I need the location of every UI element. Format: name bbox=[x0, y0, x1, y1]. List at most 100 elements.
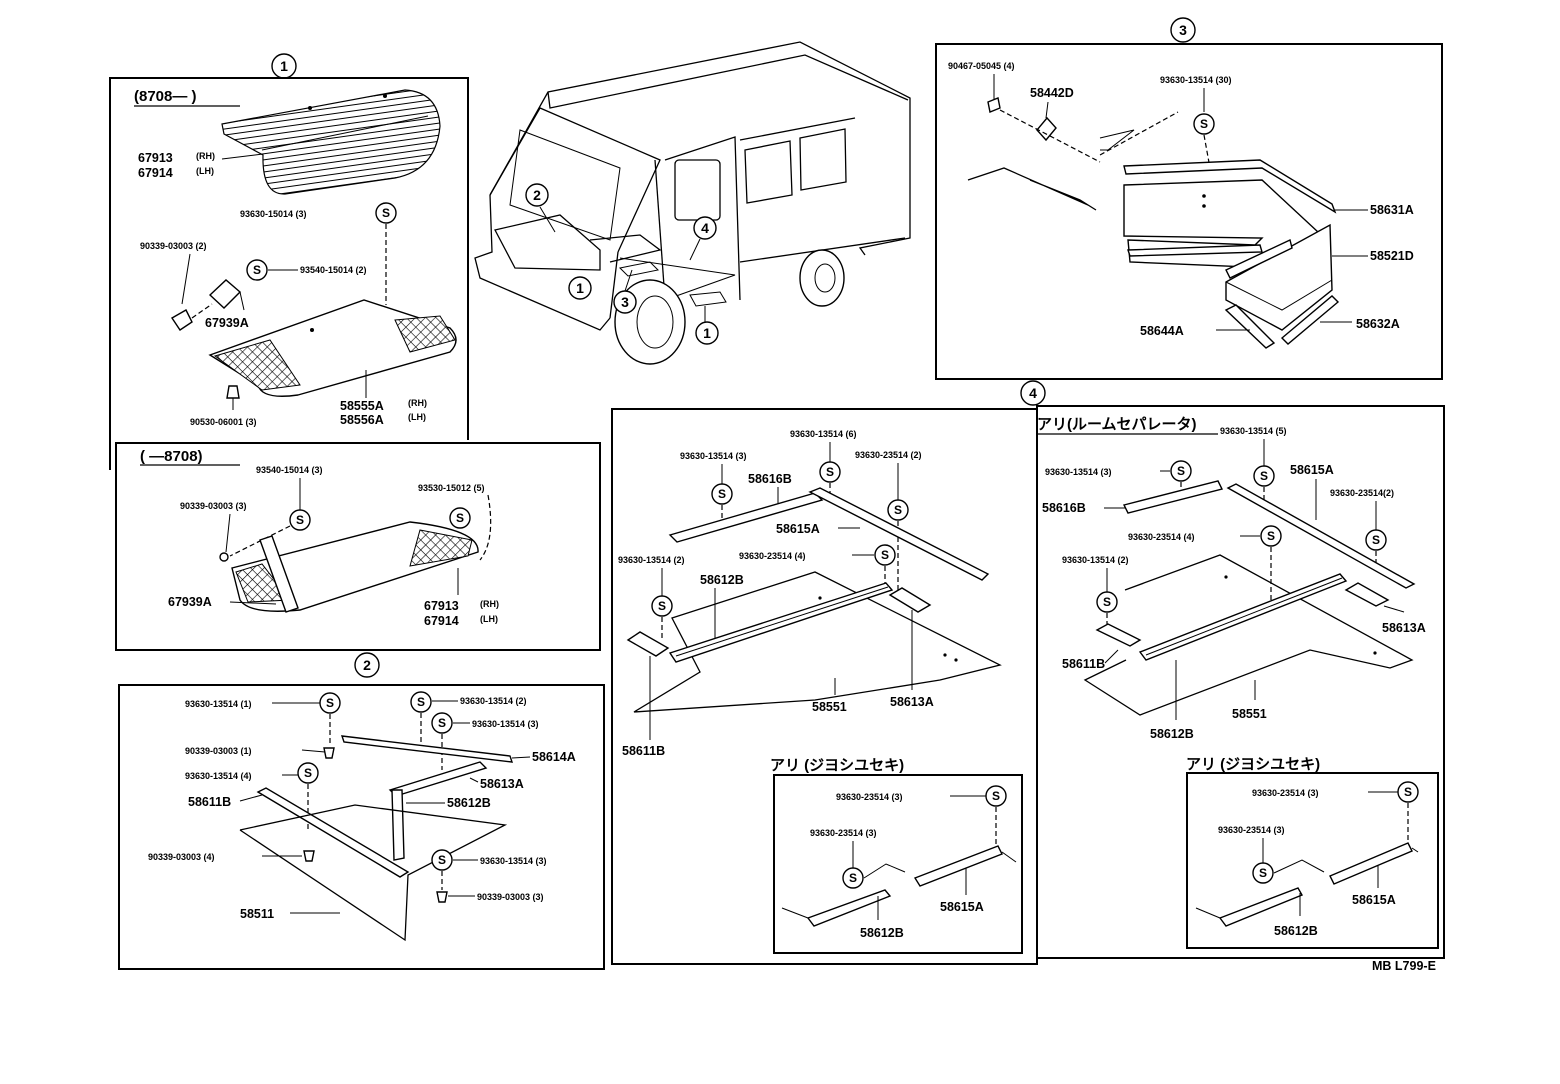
label-93540-15014: 93540-15014 (2) bbox=[300, 265, 367, 275]
clip-67939A bbox=[171, 279, 245, 331]
svg-text:(RH): (RH) bbox=[196, 151, 215, 161]
label-67914: 67914 bbox=[138, 166, 173, 180]
date-range-label: (8708— ) bbox=[134, 88, 197, 105]
svg-text:(RH): (RH) bbox=[480, 599, 499, 609]
s-screw-marker: S bbox=[711, 483, 733, 505]
rail-58615A bbox=[1226, 483, 1416, 589]
seat-base-58631A bbox=[1123, 159, 1337, 269]
label-93630-13514: 93630-13514 (2) bbox=[460, 696, 527, 706]
svg-text:S: S bbox=[881, 548, 889, 562]
svg-text:S: S bbox=[992, 789, 1000, 803]
label-90339-03003: 90339-03003 (3) bbox=[180, 501, 247, 511]
s-screw-marker: S bbox=[1253, 465, 1275, 487]
svg-text:(LH): (LH) bbox=[196, 166, 214, 176]
svg-text:2: 2 bbox=[533, 187, 541, 203]
s-screw-marker: S bbox=[375, 202, 397, 224]
van-callout-1: 1 bbox=[568, 276, 592, 300]
label-93630-13514: 93630-13514 (6) bbox=[790, 429, 857, 439]
label-58551: 58551 bbox=[1232, 707, 1267, 721]
label-58611B: 58611B bbox=[622, 744, 665, 758]
label-58612B: 58612B bbox=[1150, 727, 1194, 741]
label-58632A: 58632A bbox=[1356, 317, 1400, 331]
label-90339-03003: 90339-03003 (1) bbox=[185, 746, 252, 756]
svg-text:S: S bbox=[849, 871, 857, 885]
label-93630-23514: 93630-23514 (3) bbox=[836, 792, 903, 802]
panel-4-right: アリ(ルームセパレータ) 93630-13514 (5) S 93630-135… bbox=[1036, 405, 1445, 959]
step-plate-upper bbox=[221, 89, 441, 195]
svg-text:3: 3 bbox=[621, 294, 629, 310]
label-93630-13514: 93630-13514 (2) bbox=[618, 555, 685, 565]
label-93630-13514: 93630-13514 (30) bbox=[1160, 75, 1232, 85]
van-callout-1: 1 bbox=[695, 321, 719, 345]
label-67913: 67913 bbox=[138, 151, 173, 165]
svg-text:S: S bbox=[1404, 785, 1412, 799]
label-93630-13514: 93630-13514 (5) bbox=[1220, 426, 1287, 436]
bracket-58613A bbox=[1344, 582, 1390, 607]
label-58556A: 58556A bbox=[340, 413, 384, 427]
label-58555A: 58555A bbox=[340, 399, 384, 413]
s-screw-marker: S bbox=[1193, 113, 1215, 135]
rail-58612B bbox=[1218, 887, 1304, 927]
label-58442D: 58442D bbox=[1030, 86, 1074, 100]
rail-58615A bbox=[808, 487, 990, 581]
svg-text:S: S bbox=[326, 696, 334, 710]
label-90339-03003: 90339-03003 (2) bbox=[140, 241, 207, 251]
van-callout-2: 2 bbox=[525, 183, 549, 207]
panel-4-left: 93630-13514 (6) S 93630-13514 (3) S 9363… bbox=[611, 408, 1038, 965]
svg-text:S: S bbox=[1267, 529, 1275, 543]
svg-text:S: S bbox=[718, 487, 726, 501]
rail-58616B bbox=[668, 492, 824, 543]
bracket-58611B bbox=[1095, 623, 1142, 647]
rail-58614A bbox=[340, 735, 514, 763]
svg-text:S: S bbox=[438, 716, 446, 730]
label-58615A: 58615A bbox=[1352, 893, 1396, 907]
s-screw-marker: S bbox=[449, 507, 471, 529]
s-screw-marker: S bbox=[410, 691, 432, 713]
label-58614A: 58614A bbox=[532, 750, 576, 764]
footer-code: MB L799-E bbox=[1372, 959, 1436, 973]
s-screw-marker: S bbox=[1397, 781, 1419, 803]
label-93630-23514: 93630-23514 (3) bbox=[810, 828, 877, 838]
label-58616B: 58616B bbox=[1042, 501, 1086, 515]
svg-text:S: S bbox=[1103, 595, 1111, 609]
label-93630-13514: 93630-13514 (2) bbox=[1062, 555, 1129, 565]
label-93630-23514: 93630-23514(2) bbox=[1330, 488, 1394, 498]
label-58644A: 58644A bbox=[1140, 324, 1184, 338]
label-67939A: 67939A bbox=[168, 595, 212, 609]
svg-text:(LH): (LH) bbox=[480, 614, 498, 624]
rail-58611B bbox=[256, 787, 410, 878]
s-screw-marker: S bbox=[874, 544, 896, 566]
label-90339-03003: 90339-03003 (3) bbox=[477, 892, 544, 902]
rail-58644A bbox=[1224, 304, 1276, 349]
label-90530-06001: 90530-06001 (3) bbox=[190, 417, 257, 427]
label-58612B: 58612B bbox=[860, 926, 904, 940]
label-93630-13514: 93630-13514 (1) bbox=[185, 699, 252, 709]
s-screw-marker: S bbox=[1170, 460, 1192, 482]
label-93630-15014: 93630-15014 (3) bbox=[240, 209, 307, 219]
section-callout-4: 4 bbox=[1020, 380, 1046, 406]
svg-text:S: S bbox=[826, 465, 834, 479]
bracket-58611B bbox=[626, 631, 670, 657]
rail-58616B bbox=[1122, 480, 1224, 514]
label-58611B: 58611B bbox=[1062, 657, 1105, 671]
rail-58632A bbox=[1280, 295, 1340, 345]
rail-58615A bbox=[1329, 842, 1413, 885]
rail-58612B bbox=[806, 889, 892, 927]
label-90339-03003: 90339-03003 (4) bbox=[148, 852, 215, 862]
label-93630-23514: 93630-23514 (3) bbox=[1252, 788, 1319, 798]
s-screw-marker: S bbox=[887, 499, 909, 521]
svg-text:1: 1 bbox=[703, 325, 711, 341]
s-screw-marker: S bbox=[289, 509, 311, 531]
svg-text:3: 3 bbox=[1179, 22, 1187, 38]
label-90467-05045: 90467-05045 (4) bbox=[948, 61, 1015, 71]
mesh-step-plate bbox=[208, 299, 457, 397]
section-callout-3: 3 bbox=[1170, 17, 1196, 43]
label-93630-23514: 93630-23514 (3) bbox=[1218, 825, 1285, 835]
svg-text:S: S bbox=[438, 853, 446, 867]
label-58511: 58511 bbox=[240, 907, 274, 921]
s-screw-marker: S bbox=[431, 849, 453, 871]
section-callout-1: 1 bbox=[271, 53, 297, 79]
label-58612B: 58612B bbox=[1274, 924, 1318, 938]
svg-text:S: S bbox=[1200, 117, 1208, 131]
